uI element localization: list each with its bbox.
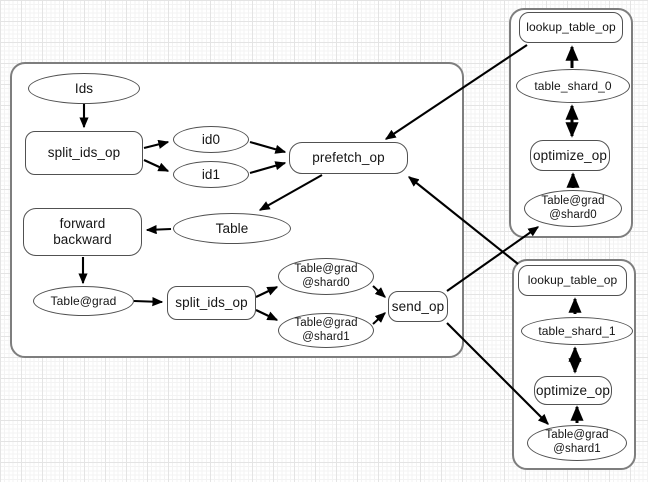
edge-split-ids-op-to-id0 (143, 139, 170, 150)
node-ids: Ids (28, 73, 140, 104)
node-id0: id0 (173, 126, 249, 153)
node-ps1-optimize-op: optimize_op (534, 376, 612, 405)
node-split-ids-op-forward: split_ids_op (25, 131, 143, 175)
node-ps0-table-grad-shard0: Table@grad @shard0 (524, 190, 622, 227)
node-send-op: send_op (388, 291, 448, 322)
node-ps1-table-shard-1: table_shard_1 (521, 317, 633, 345)
edge-send-op-to-ps1-grad-shard1 (446, 322, 549, 425)
node-id1: id1 (173, 161, 249, 188)
edge-grad-shard0-to-send-op (372, 285, 386, 298)
node-prefetch-op: prefetch_op (289, 142, 408, 174)
node-ps0-optimize-op: optimize_op (530, 140, 610, 171)
node-table-grad: Table@grad (33, 286, 134, 316)
edge-split-ids-op-to-id1 (143, 159, 170, 172)
edge-table-grad-to-split-ids-op-grad (133, 297, 164, 307)
edge-id1-to-prefetch-op (249, 161, 287, 175)
edge-ps0-lookup-table-op-to-prefetch-op (384, 44, 528, 140)
node-ps1-lookup-table-op: lookup_table_op (518, 265, 627, 296)
node-split-ids-op-grad: split_ids_op (167, 286, 256, 320)
node-ps0-lookup-table-op: lookup_table_op (519, 12, 623, 43)
node-table: Table (173, 213, 291, 244)
edge-ps1-lookup-table-op-to-prefetch-op (408, 176, 519, 265)
edge-split-ids-op-grad-to-grad-shard0 (255, 286, 279, 298)
node-table-grad-shard1: Table@grad @shard1 (278, 313, 374, 348)
edge-prefetch-op-to-table (258, 174, 323, 211)
edge-table-to-forward-backward (145, 224, 172, 235)
edge-grad-shard1-to-send-op (372, 312, 386, 325)
edge-send-op-to-ps0-grad-shard0 (446, 226, 540, 292)
node-ps1-table-grad-shard1: Table@grad @shard1 (527, 425, 627, 461)
edge-split-ids-op-grad-to-grad-shard1 (255, 309, 279, 321)
node-table-grad-shard0: Table@grad @shard0 (278, 258, 374, 295)
edge-id0-to-prefetch-op (249, 140, 287, 154)
node-forward-backward: forward backward (23, 208, 142, 256)
node-ps0-table-shard-0: table_shard_0 (516, 69, 630, 103)
